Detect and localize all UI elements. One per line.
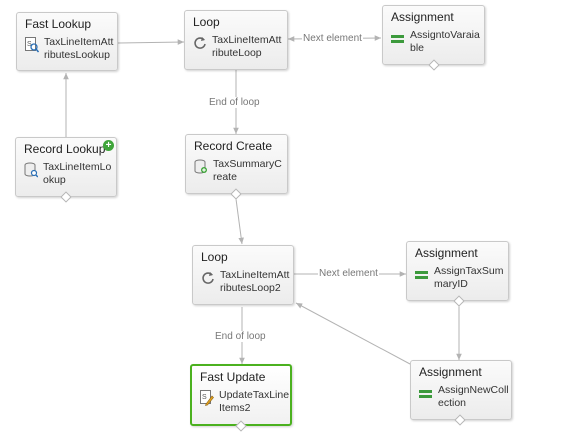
edge-label-next-element: Next element — [302, 33, 363, 44]
start-element-plus-icon: + — [103, 140, 114, 151]
loop-node-2[interactable]: Loop TaxLineItemAttributesLoop2 — [192, 245, 294, 305]
svg-text:S: S — [27, 41, 32, 48]
node-name-label: TaxLineItemLookup — [43, 161, 112, 186]
loop-icon — [201, 270, 215, 286]
svg-text:S: S — [202, 394, 207, 401]
node-name-label: AssignNewCollection — [438, 384, 509, 409]
connector-assigncoll-to-loop2 — [295, 302, 411, 365]
node-type-label: Loop — [193, 15, 220, 29]
fast-update-icon: S — [200, 390, 214, 406]
connector-recordcreate-to-loop2 — [235, 198, 244, 245]
assignment-icon — [419, 385, 433, 401]
assignment-node-assign-new-collection[interactable]: Assignment AssignNewCollection — [410, 360, 512, 420]
node-name-label: TaxLineItemAttributesLookup — [44, 36, 114, 61]
node-name-label: AssignTaxSummaryID — [434, 265, 504, 290]
node-name-label: TaxLineItemAttributesLoop2 — [220, 269, 290, 294]
edge-label-end-of-loop: End of loop — [214, 331, 267, 342]
node-name-label: UpdateTaxLineItems2 — [219, 389, 290, 414]
fast-lookup-icon: S — [25, 37, 40, 53]
node-name-label: TaxLineItemAttributeLoop — [212, 34, 282, 59]
record-create-node[interactable]: Record Create TaxSummaryCreate — [185, 134, 288, 194]
edge-label-next-element: Next element — [318, 268, 379, 279]
node-type-label: Record Lookup — [24, 142, 106, 156]
edge-label-end-of-loop: End of loop — [208, 97, 261, 108]
assignment-icon — [415, 266, 429, 282]
node-type-label: Assignment — [391, 10, 454, 24]
fast-lookup-node[interactable]: Fast Lookup S TaxLineItemAttributesLooku… — [16, 12, 118, 71]
record-create-icon — [194, 159, 208, 175]
node-type-label: Fast Update — [200, 370, 266, 384]
loop-node-1[interactable]: Loop TaxLineItemAttributeLoop — [184, 10, 288, 70]
loop-icon — [193, 35, 207, 51]
connector-fastlookup-to-loop1 — [117, 39, 185, 45]
node-type-label: Assignment — [419, 365, 482, 379]
record-lookup-node[interactable]: Record Lookup TaxLineItemLookup + — [15, 137, 117, 197]
assignment-node-assign-tax-summary-id[interactable]: Assignment AssignTaxSummaryID — [406, 241, 509, 301]
record-lookup-icon — [24, 162, 39, 178]
node-type-label: Loop — [201, 250, 228, 264]
assignment-icon — [391, 30, 405, 46]
node-name-label: TaxSummaryCreate — [213, 158, 282, 183]
node-type-label: Assignment — [415, 246, 478, 260]
node-type-label: Record Create — [194, 139, 273, 153]
node-name-label: AssigntoVaraiable — [410, 29, 480, 54]
fast-update-node[interactable]: Fast Update S UpdateTaxLineItems2 — [190, 364, 292, 426]
node-type-label: Fast Lookup — [25, 17, 92, 31]
assignment-node-assign-to-variable[interactable]: Assignment AssigntoVaraiable — [382, 5, 485, 65]
